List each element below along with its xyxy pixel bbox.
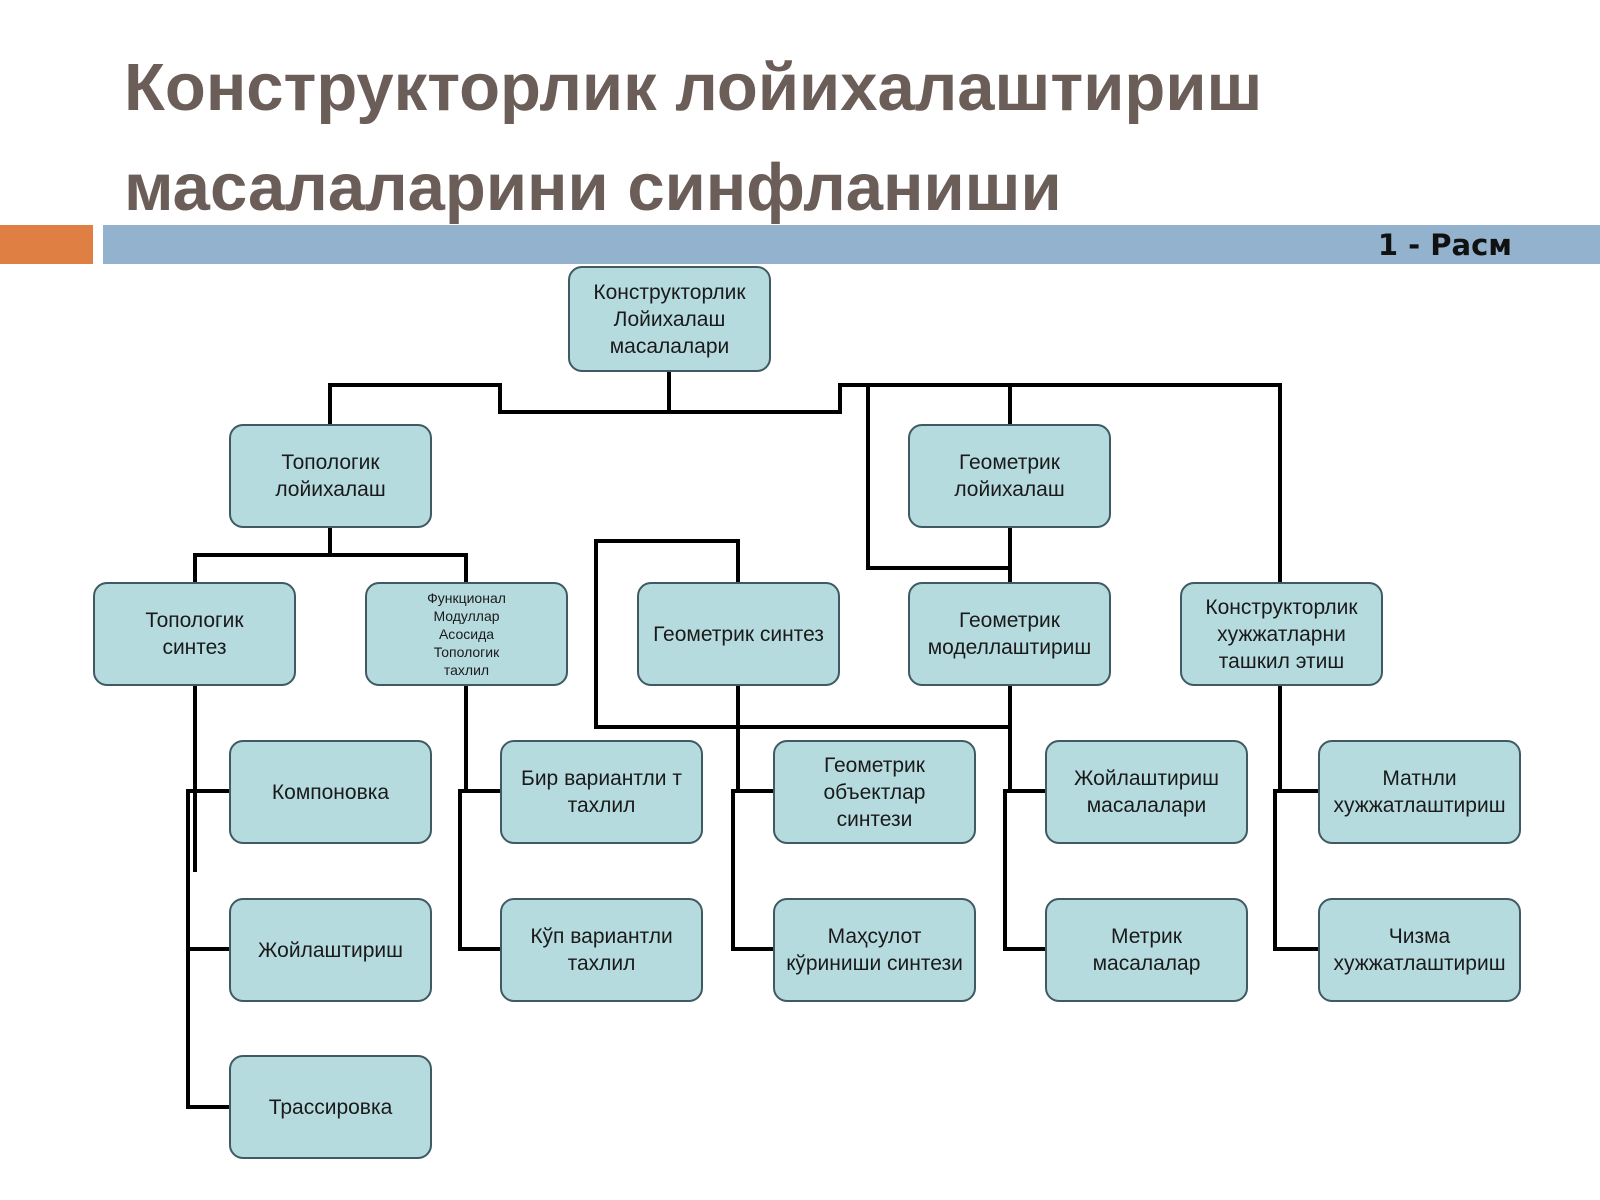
- connector-line: [464, 684, 502, 793]
- node-root: Конструкторлик Лойихалаш масалалари: [568, 266, 771, 372]
- connector-line: [328, 383, 1282, 582]
- node-geometric-objects: Геометрик объектлар синтези: [773, 740, 976, 844]
- connector-line: [193, 553, 468, 584]
- accent-bar: [0, 225, 93, 264]
- node-geometric-design: Геометрик лойихалаш: [908, 424, 1111, 528]
- node-drawing-docs: Чизма хужжатлаштириш: [1318, 898, 1521, 1002]
- node-text-docs: Матнли хужжатлаштириш: [1318, 740, 1521, 844]
- connector-line: [1008, 725, 1047, 793]
- figure-label: 1 - Расм: [1377, 228, 1512, 262]
- node-placement: Жойлаштириш: [229, 898, 432, 1002]
- node-geometric-modeling: Геометрик моделлаштириш: [908, 582, 1111, 686]
- connector-line: [1273, 789, 1320, 951]
- connector-line: [731, 789, 775, 951]
- title-line-2: масалаларини синфланиши: [124, 150, 1062, 225]
- title-line-1: Конструкторлик лойихалаштириш: [124, 50, 1263, 125]
- node-geometric-synthesis: Геометрик синтез: [637, 582, 840, 686]
- node-topological-design: Топологик лойихалаш: [229, 424, 432, 528]
- node-multi-variant: Кўп вариантли тахлил: [500, 898, 703, 1002]
- connector-line: [866, 383, 1012, 570]
- connector-line: [458, 789, 502, 951]
- node-functional-analysis: Функционал Модуллар Асосида Топологик та…: [365, 582, 568, 686]
- connector-line: [736, 684, 775, 793]
- node-metric-tasks: Метрик масалалар: [1045, 898, 1248, 1002]
- connector-line: [594, 539, 1012, 729]
- node-topological-synthesis: Топологик синтез: [93, 582, 296, 686]
- node-layout: Компоновка: [229, 740, 432, 844]
- node-product-view: Маҳсулот кўриниши синтези: [773, 898, 976, 1002]
- connector-line: [1003, 789, 1047, 951]
- node-single-variant: Бир вариантли т тахлил: [500, 740, 703, 844]
- node-documentation: Конструкторлик хужжатларни ташкил этиш: [1180, 582, 1383, 686]
- header-bar: [103, 225, 1600, 264]
- page-title: Конструкторлик лойихалаштириш масалалари…: [124, 38, 1524, 238]
- node-routing: Трассировка: [229, 1055, 432, 1159]
- connector-line: [1278, 684, 1320, 793]
- node-placement-tasks: Жойлаштириш масалалари: [1045, 740, 1248, 844]
